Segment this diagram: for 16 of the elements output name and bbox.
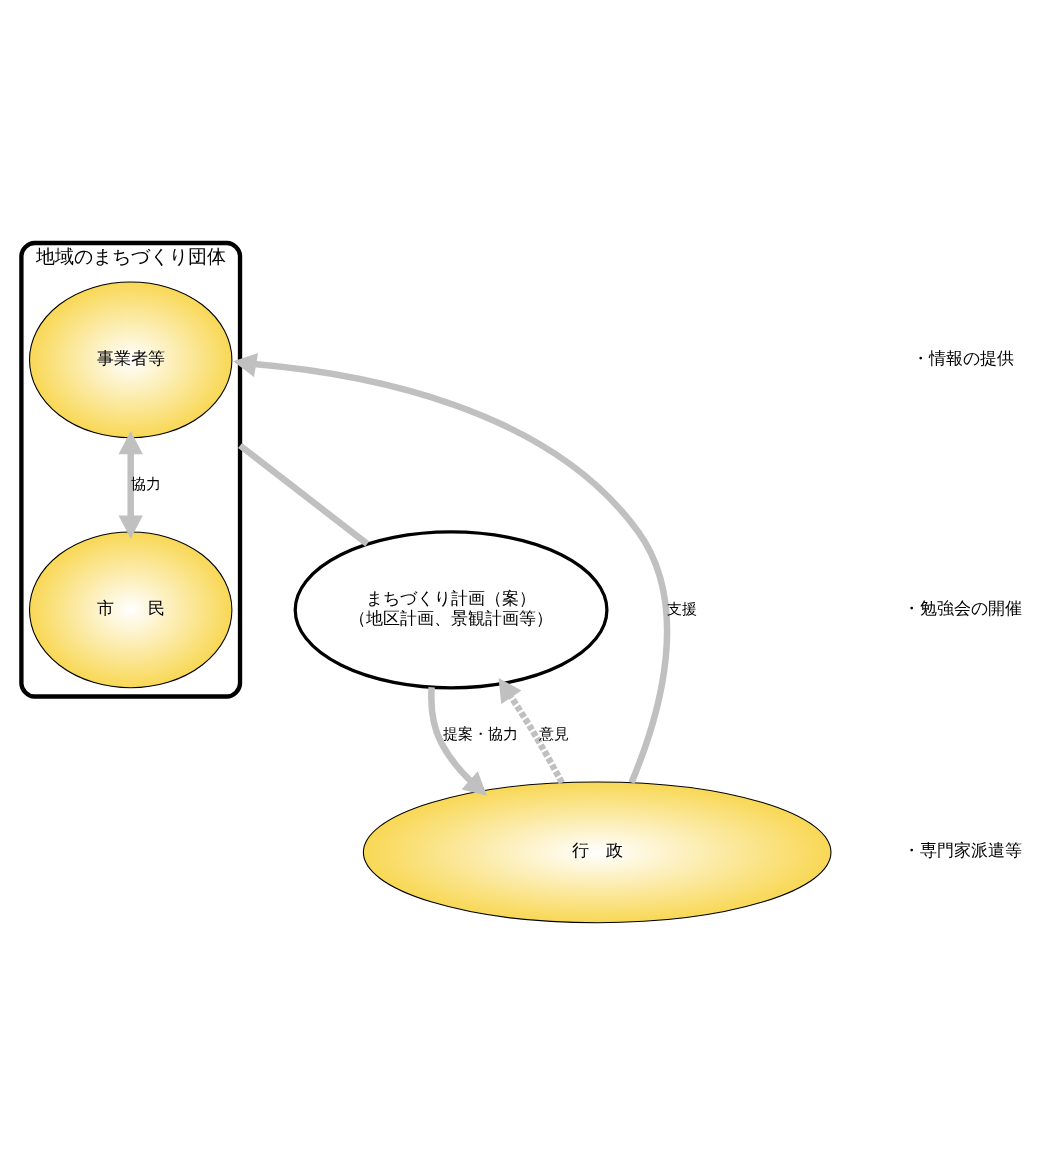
node-ellipse: 事業者等 bbox=[28, 280, 233, 438]
edge-label: 提案・協力 bbox=[442, 724, 518, 743]
label: ・専門家派遣等 bbox=[903, 839, 1023, 860]
arrow bbox=[118, 430, 143, 539]
edge-label: 協力 bbox=[131, 474, 162, 493]
arrow bbox=[233, 352, 671, 784]
label: ・勉強会の開催 bbox=[903, 597, 1023, 618]
node-ellipse: 市 民 bbox=[28, 530, 233, 688]
label: ・情報の提供 bbox=[912, 347, 1014, 368]
edge-label: 意見 bbox=[539, 724, 570, 743]
connector bbox=[238, 442, 370, 546]
edge-label: 支援 bbox=[667, 599, 698, 618]
node-ellipse: 行 政 bbox=[362, 780, 832, 923]
node-ellipse: まちづくり計画（案） （地区計画、景観計画等） bbox=[293, 529, 609, 689]
arrow bbox=[498, 677, 565, 784]
arrow bbox=[428, 686, 487, 796]
